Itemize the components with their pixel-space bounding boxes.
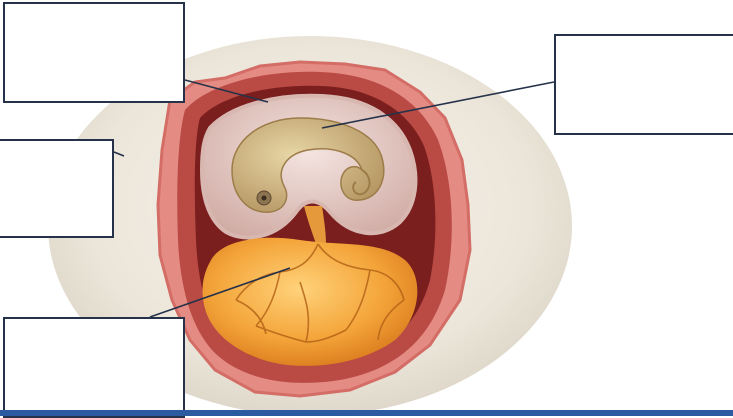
label-box-middle-left[interactable]	[0, 139, 114, 238]
label-box-bottom-left[interactable]	[3, 317, 185, 418]
bottom-border-strip	[0, 410, 733, 416]
label-box-top-right[interactable]	[554, 34, 733, 135]
label-box-top-left[interactable]	[3, 2, 185, 103]
